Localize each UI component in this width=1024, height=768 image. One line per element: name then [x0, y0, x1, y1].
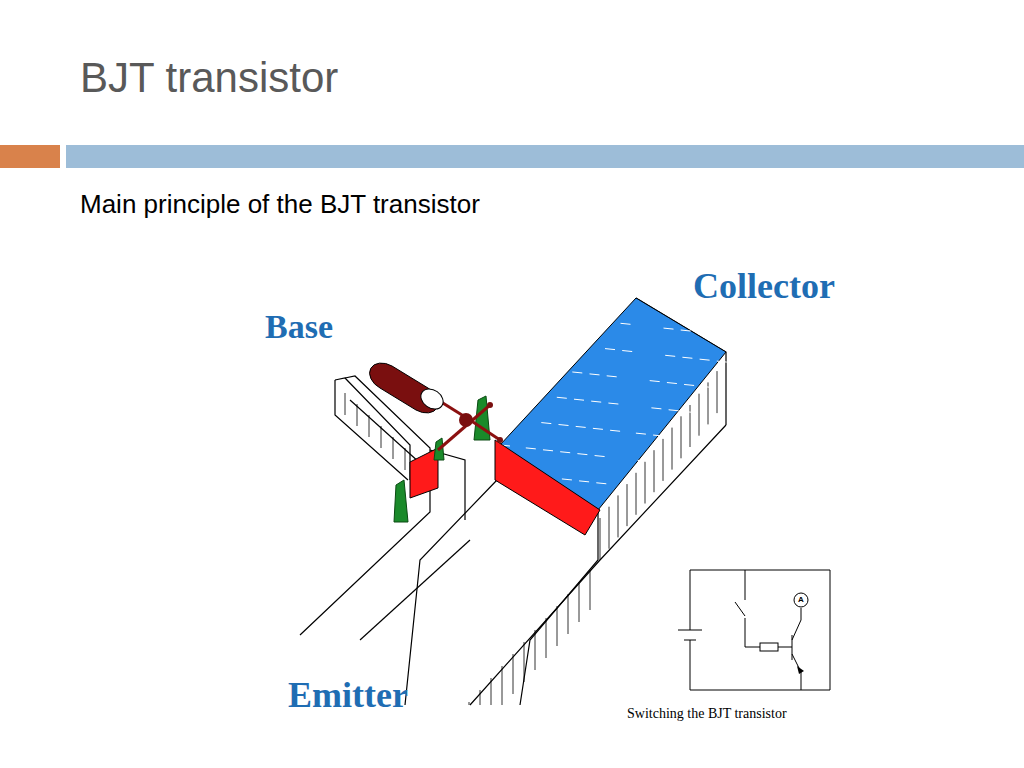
figure-caption: Switching the BJT transistor	[627, 706, 787, 721]
terminal-label: Emitter	[288, 676, 408, 716]
water-ripples	[500, 323, 727, 483]
collector-gate	[495, 440, 600, 535]
gate-posts	[394, 396, 490, 522]
switching-circuit	[678, 570, 830, 690]
emitter-arrow	[797, 666, 804, 674]
subtitle: Main principle of the BJT transistor	[80, 190, 480, 219]
base-channel-wall	[350, 400, 420, 463]
base-gate	[410, 448, 438, 498]
terminal-label: Collector	[693, 267, 835, 307]
terminal-label: Base	[265, 308, 333, 345]
accent-bar	[0, 145, 60, 168]
base-motor	[370, 363, 503, 450]
tank-wall	[405, 480, 497, 705]
slide-title: BJT transistor	[80, 55, 338, 101]
channel-walls	[300, 298, 726, 705]
emitter-wall	[360, 540, 470, 640]
tank-wall	[520, 510, 598, 705]
ammeter-label: A	[798, 596, 804, 605]
header-bar	[66, 145, 1024, 168]
